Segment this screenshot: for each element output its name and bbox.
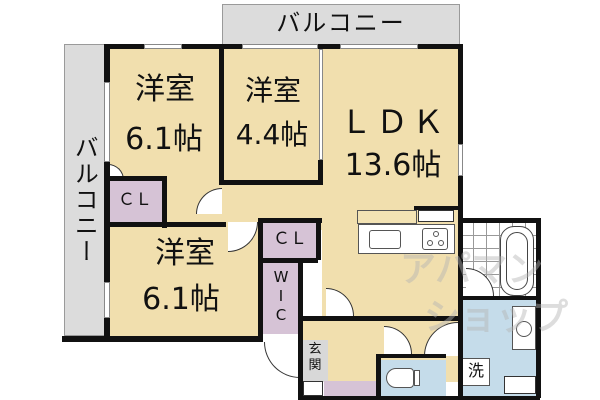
window bbox=[340, 44, 418, 49]
stove-icon bbox=[422, 228, 448, 250]
shoe-storage bbox=[324, 381, 380, 396]
sink-icon bbox=[369, 230, 401, 249]
wall bbox=[219, 44, 224, 184]
ldk-size: 13.6帖 bbox=[344, 148, 442, 183]
washroom: 洗 bbox=[460, 300, 538, 396]
western-room-1-size: 6.1帖 bbox=[125, 122, 203, 157]
wall bbox=[318, 44, 340, 49]
wall bbox=[104, 44, 110, 82]
wall bbox=[162, 176, 167, 228]
washbasin-icon bbox=[512, 306, 536, 350]
wall bbox=[104, 318, 110, 340]
closet-1: ＣＬ bbox=[106, 180, 164, 226]
wall bbox=[258, 218, 263, 342]
laundry-label: 洗 bbox=[467, 361, 484, 380]
closet-1-label: ＣＬ bbox=[118, 190, 152, 210]
wall bbox=[298, 316, 458, 321]
kitchen-counter bbox=[358, 224, 455, 254]
walk-in-closet: W I C bbox=[262, 260, 300, 334]
western-room-1-floor bbox=[106, 46, 222, 180]
pipe-shaft-entrance bbox=[303, 381, 323, 396]
wall bbox=[458, 176, 463, 398]
wall bbox=[104, 44, 144, 49]
entrance-label: 玄 関 bbox=[308, 342, 322, 373]
wall bbox=[182, 44, 242, 49]
balcony-left: バルコニー bbox=[64, 44, 106, 336]
wall bbox=[376, 354, 446, 358]
western-room-3-name: 洋室 bbox=[155, 236, 215, 271]
bathtub-icon bbox=[500, 226, 534, 296]
wall bbox=[458, 218, 540, 223]
toilet-icon bbox=[386, 368, 414, 388]
pipe-shaft-kitchen bbox=[418, 210, 454, 222]
closet-2-label: ＣＬ bbox=[273, 229, 307, 249]
door-swing bbox=[264, 342, 300, 378]
wall bbox=[298, 258, 303, 398]
western-room-2-floor bbox=[222, 46, 322, 180]
window bbox=[242, 44, 318, 49]
wall bbox=[106, 176, 166, 181]
laundry-space: 洗 bbox=[462, 358, 490, 386]
wall bbox=[62, 336, 262, 342]
pipe-shaft-washroom bbox=[504, 376, 536, 394]
wall bbox=[536, 218, 541, 398]
wall bbox=[418, 44, 460, 49]
sliding-door bbox=[319, 49, 323, 160]
ldk-name: ＬＤＫ bbox=[339, 103, 448, 141]
wall bbox=[318, 160, 323, 184]
wall bbox=[316, 218, 321, 260]
wall bbox=[414, 206, 460, 210]
walk-in-closet-label: W I C bbox=[273, 268, 289, 324]
western-room-2-name: 洋室 bbox=[244, 74, 301, 107]
wall bbox=[458, 44, 463, 144]
ldk-floor bbox=[322, 46, 460, 320]
window bbox=[104, 282, 110, 318]
watermark-line1: アパマン bbox=[400, 249, 544, 290]
wall bbox=[106, 222, 226, 227]
wall bbox=[376, 354, 381, 398]
window bbox=[458, 144, 463, 176]
window bbox=[144, 44, 182, 49]
western-room-3-size: 6.1帖 bbox=[142, 282, 220, 317]
wall bbox=[462, 296, 538, 300]
wall bbox=[298, 396, 540, 400]
entrance: 玄 関 bbox=[302, 340, 328, 382]
kitchen-counter-top bbox=[357, 210, 417, 224]
wall bbox=[219, 180, 323, 185]
watermark-line2: ショップ bbox=[424, 297, 569, 338]
balcony-top-label: バルコニー bbox=[276, 9, 406, 37]
toilet-room bbox=[380, 360, 446, 396]
western-room-1-name: 洋室 bbox=[135, 72, 195, 107]
wall bbox=[262, 218, 322, 223]
balcony-left-label: バルコニー bbox=[70, 135, 99, 265]
wall bbox=[262, 258, 318, 263]
bathroom bbox=[460, 222, 538, 298]
balcony-top: バルコニー bbox=[222, 4, 460, 46]
closet-2: ＣＬ bbox=[262, 222, 318, 260]
western-room-2-size: 4.4帖 bbox=[235, 118, 309, 151]
window bbox=[104, 82, 110, 162]
